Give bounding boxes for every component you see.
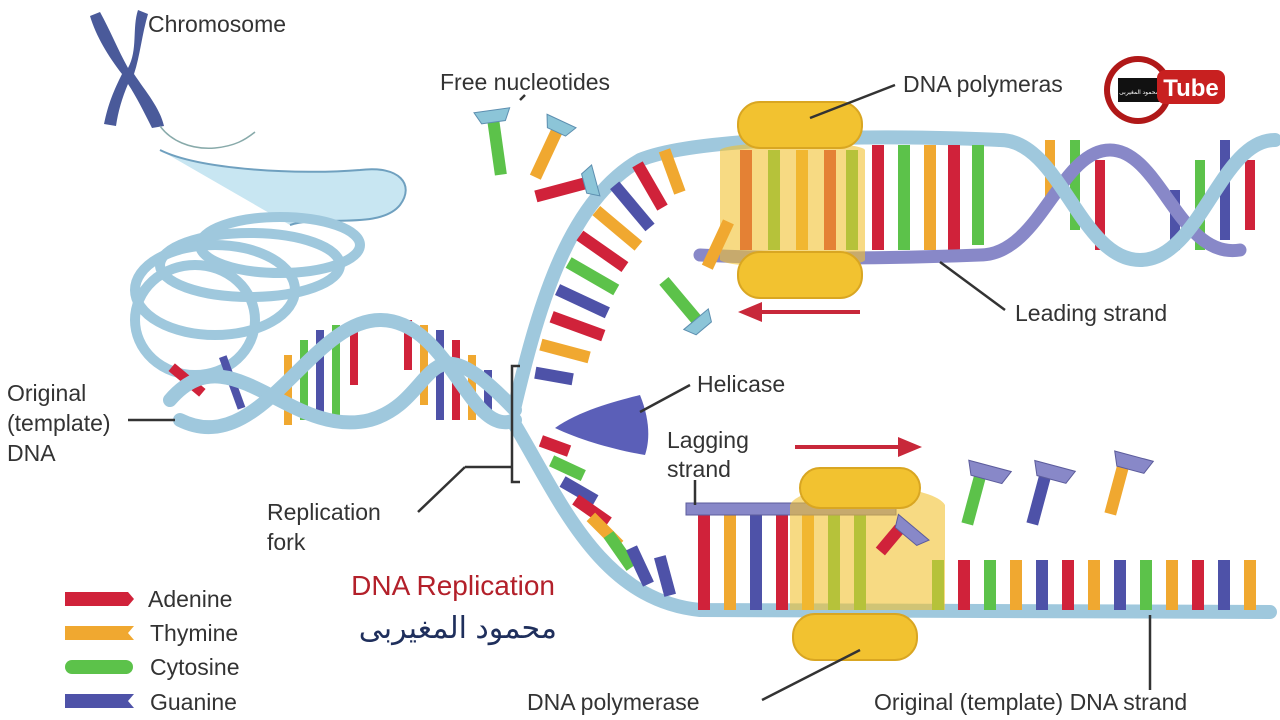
- chromatin-coil: [130, 149, 407, 380]
- original-template-label-1: Original: [7, 380, 86, 406]
- leading-strand-label: Leading strand: [1015, 300, 1167, 326]
- lagging-strand-label-2: strand: [667, 456, 731, 482]
- title-english: DNA Replication: [351, 570, 555, 601]
- upper-fork-base-pairs: [534, 148, 686, 386]
- helicase-label: Helicase: [697, 371, 785, 397]
- legend-item-cytosine: Cytosine: [65, 654, 239, 680]
- lagging-strand-base-pairs: [698, 515, 1256, 610]
- legend-item-thymine: Thymine: [65, 620, 238, 646]
- legend-item-adenine: Adenine: [65, 586, 232, 612]
- title-arabic: محمود المغيربى: [359, 612, 557, 645]
- dna-polymerase-top-label: DNA polymeras: [903, 71, 1063, 97]
- replication-fork-label-1: Replication: [267, 499, 381, 525]
- channel-logo: محمود المغيربى Tube: [1104, 56, 1225, 124]
- lagging-strand-label-1: Lagging: [667, 427, 749, 453]
- replication-fork-bracket: [510, 364, 520, 484]
- dna-polymerase-bottom-shape: [790, 467, 945, 661]
- lower-fork-base-pairs: [538, 435, 676, 597]
- free-nucleotides-label: Free nucleotides: [440, 69, 610, 95]
- leading-direction-arrow: [738, 302, 860, 322]
- logo-tube-text: Tube: [1163, 75, 1219, 102]
- original-template-label-3: DNA: [7, 440, 56, 466]
- chromosome-label: Chromosome: [148, 11, 286, 37]
- dna-polymerase-bottom-label: DNA polymerase: [527, 689, 700, 715]
- original-double-helix: [163, 312, 522, 435]
- dna-polymerase-top-shape: [720, 101, 865, 299]
- chromosome-icon: [90, 10, 256, 149]
- lagging-direction-arrow: [795, 437, 922, 457]
- upper-new-strand: [508, 130, 1280, 412]
- replication-fork-label-2: fork: [267, 529, 306, 555]
- svg-text:Cytosine: Cytosine: [150, 654, 239, 680]
- legend: Adenine Thymine Cytosine Guanine: [65, 586, 239, 715]
- legend-item-guanine: Guanine: [65, 689, 237, 715]
- label-leader-lines: [128, 83, 1152, 702]
- logo-arabic-mark: محمود المغيربى: [1119, 89, 1159, 96]
- svg-text:Guanine: Guanine: [150, 689, 237, 715]
- original-template-label-2: (template): [7, 410, 111, 436]
- free-nucleotides-group: [473, 107, 1155, 556]
- svg-text:Adenine: Adenine: [148, 586, 232, 612]
- original-template-strand-label: Original (template) DNA strand: [874, 689, 1187, 715]
- svg-text:Thymine: Thymine: [150, 620, 238, 646]
- helicase-shape: [555, 395, 649, 455]
